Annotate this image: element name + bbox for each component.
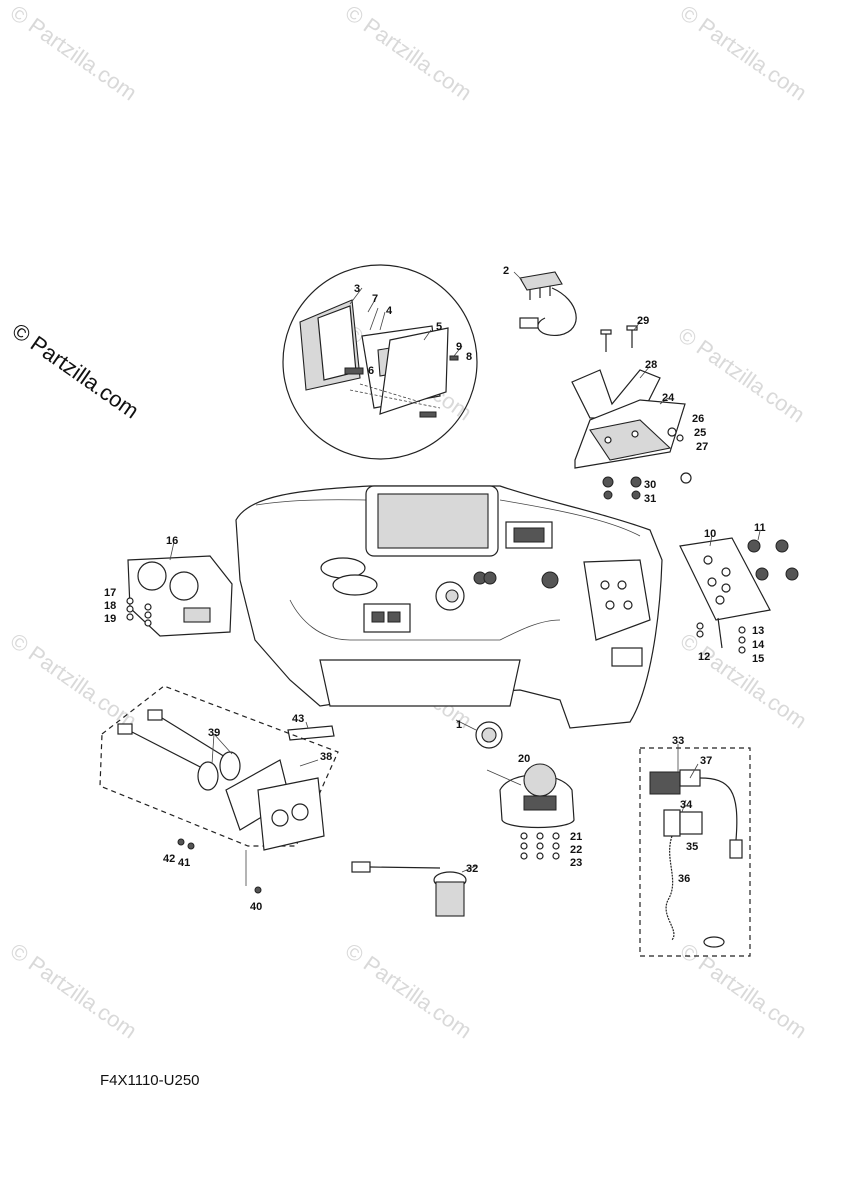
callout-2: 2 [503, 265, 509, 277]
callout-33: 33 [672, 735, 684, 747]
part-10-panel [679, 537, 799, 654]
callout-7: 7 [372, 293, 378, 305]
callout-41: 41 [178, 857, 190, 869]
callout-31: 31 [644, 493, 656, 505]
callout-25: 25 [694, 427, 706, 439]
callout-4: 4 [386, 305, 393, 317]
part-24-28-bracket [571, 325, 692, 500]
callout-22: 22 [570, 844, 582, 856]
inset-detail [282, 264, 478, 460]
callout-36: 36 [678, 873, 690, 885]
callout-24: 24 [662, 392, 675, 404]
callout-37: 37 [700, 755, 712, 767]
callout-23: 23 [570, 857, 582, 869]
callout-18: 18 [104, 600, 116, 612]
callout-43: 43 [292, 713, 304, 725]
callout-11: 11 [754, 522, 766, 534]
callout-6: 6 [368, 365, 374, 377]
callout-17: 17 [104, 587, 116, 599]
leader-lines [169, 271, 761, 873]
part-1-socket [287, 721, 503, 749]
callout-10: 10 [704, 528, 716, 540]
callout-28: 28 [645, 359, 657, 371]
callout-9: 9 [456, 341, 462, 353]
dashboard [235, 485, 663, 729]
callout-19: 19 [104, 613, 116, 625]
part-16-panel [126, 555, 233, 637]
callout-30: 30 [644, 479, 656, 491]
callout-32: 32 [466, 863, 478, 875]
callout-8: 8 [466, 351, 472, 363]
callout-39: 39 [208, 727, 220, 739]
part-32-sensor [351, 861, 467, 917]
part-20-knob [499, 763, 575, 860]
callout-12: 12 [698, 651, 710, 663]
callout-29: 29 [637, 315, 649, 327]
callout-5: 5 [436, 321, 442, 333]
part-38-39-assembly [99, 685, 339, 894]
callouts: 1 2 3 4 5 6 7 8 9 10 11 12 13 14 15 16 1… [104, 265, 766, 913]
callout-38: 38 [320, 751, 332, 763]
callout-14: 14 [752, 639, 765, 651]
callout-1: 1 [456, 719, 462, 731]
part-33-assembly [639, 747, 751, 957]
callout-34: 34 [680, 799, 693, 811]
callout-26: 26 [692, 413, 704, 425]
callout-15: 15 [752, 653, 764, 665]
callout-27: 27 [696, 441, 708, 453]
callout-3: 3 [354, 283, 360, 295]
callout-42: 42 [163, 853, 175, 865]
callout-35: 35 [686, 841, 698, 853]
diagram-code: F4X1110-U250 [100, 1072, 200, 1089]
callout-16: 16 [166, 535, 178, 547]
callout-21: 21 [570, 831, 582, 843]
callout-20: 20 [518, 753, 530, 765]
part-2-module [519, 271, 577, 337]
callout-13: 13 [752, 625, 764, 637]
callout-40: 40 [250, 901, 262, 913]
